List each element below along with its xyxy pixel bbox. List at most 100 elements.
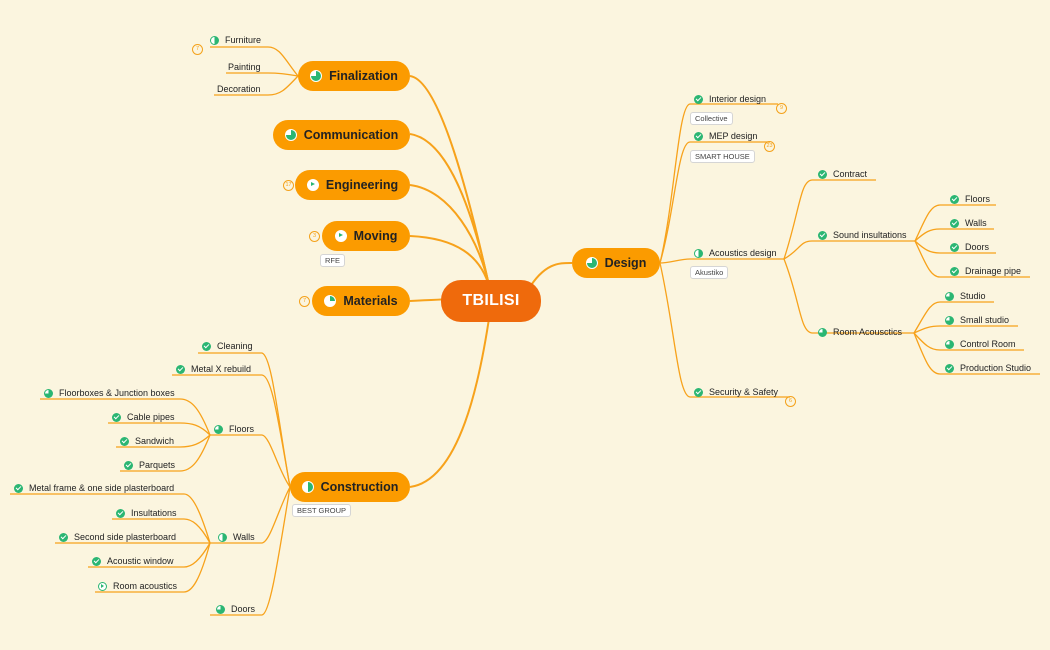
topic-painting[interactable]: Painting [228, 61, 261, 73]
count-badge: 3 [309, 231, 320, 242]
topic-acoustic-window[interactable]: Acoustic window [92, 555, 174, 567]
count-badge: 23 [764, 141, 775, 152]
label-tag: BEST GROUP [292, 504, 352, 517]
check-icon [14, 483, 23, 493]
branch-materials[interactable]: Materials [312, 286, 410, 316]
topic-production-studio[interactable]: Production Studio [945, 362, 1031, 374]
topic-parquets[interactable]: Parquets [124, 459, 175, 471]
topic-metal-frame[interactable]: Metal frame & one side plasterboard [14, 482, 174, 494]
topic-furniture[interactable]: Furniture [210, 34, 261, 46]
topic-label: Insultations [131, 508, 177, 518]
topic-label: Walls [233, 532, 255, 542]
topic-sound-insultations[interactable]: Sound insultations [818, 229, 907, 241]
progress-75-icon [214, 424, 223, 434]
topic-floors[interactable]: Floors [214, 423, 254, 435]
topic-contract[interactable]: Contract [818, 168, 867, 180]
topic-cable-pipes[interactable]: Cable pipes [112, 411, 175, 423]
check-icon [116, 508, 125, 518]
topic-label: Decoration [217, 84, 261, 94]
topic-studio[interactable]: Studio [945, 290, 986, 302]
check-icon [120, 436, 129, 446]
topic-walls[interactable]: Walls [950, 217, 987, 229]
topic-label: Second side plasterboard [74, 532, 177, 542]
progress-50-icon [218, 532, 227, 542]
label-tag: Collective [690, 112, 733, 125]
topic-interior-design[interactable]: Interior design [694, 93, 766, 105]
topic-drainage-pipe[interactable]: Drainage pipe [950, 265, 1021, 277]
branch-label: Moving [353, 229, 398, 243]
check-icon [818, 230, 827, 240]
branch-finalization[interactable]: Finalization [298, 61, 410, 91]
topic-room-acousctics[interactable]: Room Acousctics [818, 326, 902, 338]
topic-floorboxes[interactable]: Floorboxes & Junction boxes [44, 387, 175, 399]
check-icon [950, 194, 959, 204]
topic-label: Sound insultations [833, 230, 907, 240]
topic-room-acoustics[interactable]: Room acoustics [98, 580, 177, 592]
topic-label: Parquets [139, 460, 176, 470]
branch-engineering[interactable]: Engineering [295, 170, 410, 200]
progress-75-icon [216, 604, 225, 614]
branch-moving[interactable]: Moving [322, 221, 410, 251]
branch-label: Finalization [329, 69, 398, 83]
topic-label: Floorboxes & Junction boxes [59, 388, 175, 398]
topic-walls[interactable]: Walls [218, 531, 255, 543]
topic-mep-design[interactable]: MEP design [694, 130, 757, 142]
topic-small-studio[interactable]: Small studio [945, 314, 1009, 326]
play-icon [334, 230, 347, 242]
branch-label: Materials [343, 294, 398, 308]
topic-doors[interactable]: Doors [950, 241, 989, 253]
progress-75-icon [284, 129, 297, 141]
topic-label: Cable pipes [127, 412, 175, 422]
topic-security-safety[interactable]: Security & Safety [694, 386, 778, 398]
topic-doors[interactable]: Doors [216, 603, 255, 615]
topic-second-side-plasterboard[interactable]: Second side plasterboard [59, 531, 176, 543]
topic-cleaning[interactable]: Cleaning [202, 340, 253, 352]
progress-75-icon [818, 327, 827, 337]
topic-sandwich[interactable]: Sandwich [120, 435, 174, 447]
progress-75-icon [945, 339, 954, 349]
progress-50-icon [694, 248, 703, 258]
topic-floors[interactable]: Floors [950, 193, 990, 205]
topic-control-room[interactable]: Control Room [945, 338, 1016, 350]
label-tag: Akustiko [690, 266, 729, 279]
branch-communication[interactable]: Communication [273, 120, 410, 150]
count-badge: 9 [776, 103, 787, 114]
topic-insultations[interactable]: Insultations [116, 507, 177, 519]
topic-label: Floors [965, 194, 991, 204]
check-icon [945, 363, 954, 373]
check-icon [176, 364, 185, 374]
progress-25-icon [324, 295, 337, 307]
check-icon [694, 94, 703, 104]
check-icon [694, 131, 703, 141]
progress-75-icon [44, 388, 53, 398]
topic-label: MEP design [709, 131, 758, 141]
check-icon [59, 532, 68, 542]
topic-label: Small studio [960, 315, 1010, 325]
topic-label: Furniture [225, 35, 262, 45]
check-icon [950, 242, 959, 252]
play-icon [98, 581, 107, 591]
count-badge: 7 [192, 44, 203, 55]
check-icon [202, 341, 211, 351]
topic-acoustics-design[interactable]: Acoustics design [694, 247, 777, 259]
topic-label: Acoustic window [107, 556, 174, 566]
topic-label: Painting [228, 62, 261, 72]
check-icon [112, 412, 121, 422]
topic-label: Doors [231, 604, 256, 614]
branch-construction[interactable]: Construction [290, 472, 410, 502]
topic-metal-x-rebuild[interactable]: Metal X rebuild [176, 363, 251, 375]
topic-label: Metal X rebuild [191, 364, 252, 374]
progress-50-icon [210, 35, 219, 45]
topic-decoration[interactable]: Decoration [217, 83, 261, 95]
check-icon [92, 556, 101, 566]
topic-label: Floors [229, 424, 255, 434]
check-icon [818, 169, 827, 179]
topic-label: Doors [965, 242, 990, 252]
count-badge: 17 [283, 180, 294, 191]
progress-75-icon [945, 315, 954, 325]
branch-design[interactable]: Design [572, 248, 660, 278]
topic-label: Room Acousctics [833, 327, 903, 337]
check-icon [694, 387, 703, 397]
central-topic[interactable]: TBILISI [441, 280, 541, 322]
